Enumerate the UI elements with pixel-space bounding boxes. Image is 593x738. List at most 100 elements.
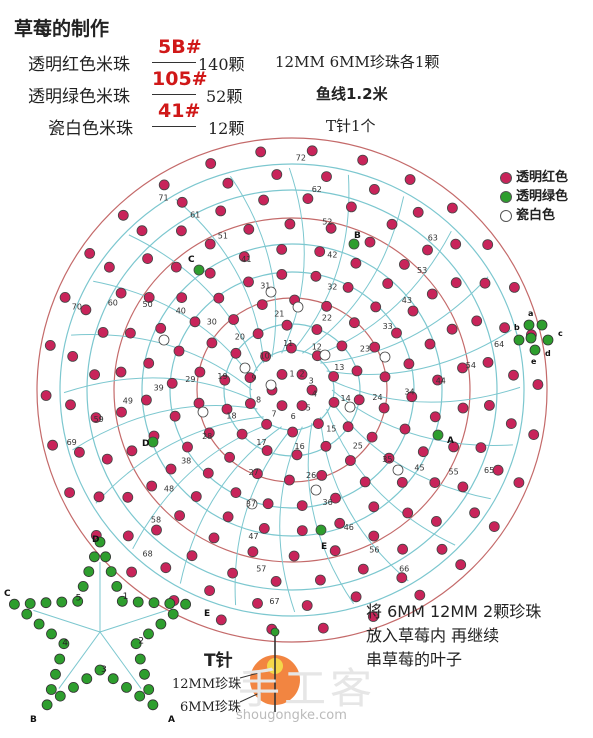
red-bead [334, 517, 346, 529]
red-bead [255, 146, 267, 158]
red-bead [342, 281, 354, 293]
step-number: 43 [402, 296, 412, 305]
thread-path [179, 426, 282, 584]
legend-label: 瓷白色 [516, 208, 556, 223]
red-bead [174, 510, 186, 521]
red-bead [151, 524, 162, 536]
leaf-bead [100, 551, 111, 563]
step-number: 54 [466, 361, 476, 370]
red-bead [471, 315, 483, 327]
red-bead [314, 574, 326, 586]
step-number: 27 [249, 468, 259, 477]
red-bead [378, 402, 390, 414]
step-number: 60 [108, 299, 118, 308]
step-number: 19 [217, 372, 227, 381]
thread-path [326, 329, 512, 375]
red-bead [367, 611, 379, 622]
material-name: 透明绿色米珠 [28, 87, 130, 107]
step-number: 42 [327, 250, 337, 259]
red-bead [262, 498, 274, 510]
step-number: 36 [323, 498, 333, 507]
red-bead [311, 324, 323, 335]
legend-item-green: 透明绿色 [500, 185, 568, 204]
material-code: 5B# [158, 36, 202, 58]
red-bead [281, 319, 293, 331]
step-number: 21 [274, 310, 284, 319]
red-bead [368, 183, 380, 195]
leaf-bead [77, 581, 89, 592]
step-number: 31 [260, 281, 270, 290]
red-bead [251, 468, 263, 480]
red-bead [284, 218, 296, 230]
thread-path [72, 405, 258, 451]
red-bead [182, 441, 193, 453]
step-number: 63 [428, 234, 438, 243]
step-number: 34 [404, 388, 414, 397]
leaf-bead [89, 551, 100, 563]
step-number: 53 [417, 266, 427, 275]
red-bead [383, 452, 395, 464]
red-bead [243, 223, 255, 235]
white-bead [392, 464, 404, 476]
material-row-red: 透明红色米珠 5B# 140颗 12MM 6MM珍珠各1颗 [0, 36, 593, 78]
red-bead [403, 358, 415, 370]
red-bead [190, 491, 202, 502]
red-bead [213, 292, 225, 304]
step-number: 66 [399, 564, 409, 573]
red-bead [283, 474, 295, 486]
thread-path [71, 334, 253, 391]
leaf-thread [99, 609, 167, 633]
leaf-bead [24, 598, 36, 609]
leaf-bead [8, 598, 20, 610]
red-bead [260, 350, 272, 362]
red-bead [136, 225, 148, 237]
step-number: 41 [241, 255, 251, 264]
white-bead [379, 351, 391, 363]
step-number: 62 [312, 185, 322, 194]
pearl-label-12mm: 12MM珍珠 [172, 677, 242, 692]
red-bead [429, 411, 441, 423]
red-bead [406, 391, 418, 403]
red-bead [342, 421, 354, 433]
step-number: 17 [256, 438, 266, 447]
step-number: 4 [312, 390, 317, 399]
red-bead [357, 563, 369, 575]
leaf-bead [33, 618, 45, 630]
material-dash [152, 94, 196, 95]
leaf-number: 1 [123, 592, 129, 602]
leaf-thread [58, 631, 101, 689]
red-bead [115, 287, 127, 299]
step-number: 56 [369, 545, 379, 554]
line-text: 鱼线1.2米 [316, 85, 388, 103]
pin-head [270, 627, 280, 637]
page-title: 草莓的制作 [14, 18, 110, 40]
watermark: 手工客 [238, 664, 377, 713]
red-bead [328, 371, 340, 382]
red-bead [244, 398, 256, 409]
step-number: 33 [383, 322, 393, 331]
thread-ring [59, 163, 525, 617]
thread-ring [141, 243, 443, 537]
red-bead [122, 491, 134, 503]
red-bead [455, 559, 467, 571]
green-bead [536, 319, 548, 331]
thread-path [175, 198, 265, 364]
leaf-bead [180, 598, 192, 610]
step-number: 46 [344, 523, 354, 532]
red-bead [310, 270, 322, 282]
white-bead [158, 334, 170, 346]
red-bead [469, 507, 481, 519]
red-bead [446, 202, 458, 214]
red-bead [296, 500, 308, 512]
red-bead [513, 477, 525, 489]
red-bead [404, 174, 416, 185]
red-bead [204, 238, 216, 250]
red-bead [252, 328, 264, 340]
red-bead [258, 523, 270, 534]
red-bead [475, 442, 487, 454]
legend-item-red: 透明红色 [500, 166, 568, 185]
red-bead [271, 169, 283, 180]
step-number: 32 [327, 282, 337, 291]
red-bead [126, 445, 138, 457]
red-bead [296, 368, 308, 380]
